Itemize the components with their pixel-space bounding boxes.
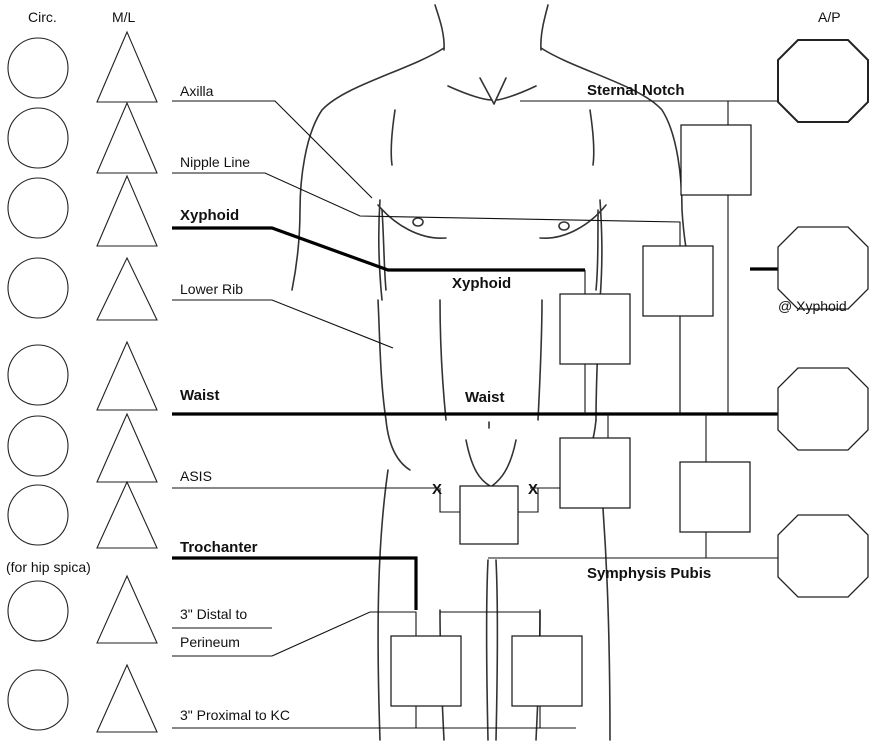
ml-triangle-proximal-kc[interactable] — [96, 663, 158, 733]
ap-column — [777, 39, 869, 598]
distal-perineum-label-line2: Perineum — [180, 634, 240, 650]
ml-triangle-distal-perineum[interactable] — [96, 574, 158, 644]
asis-mark-right: X — [528, 481, 538, 498]
at-xyphoid-label: @ Xyphoid — [778, 298, 847, 314]
hip-spica-label: (for hip spica) — [6, 559, 91, 575]
circ-circle-xyphoid[interactable] — [7, 177, 69, 239]
ml-triangle-axilla[interactable] — [96, 30, 158, 103]
circ-circle-nipple-line[interactable] — [7, 107, 69, 169]
ap-octagon-sternal-notch[interactable] — [777, 39, 869, 123]
ap-header: A/P — [818, 9, 841, 25]
ml-column — [96, 30, 158, 733]
ml-triangle-nipple-line[interactable] — [96, 101, 158, 174]
ml-header: M/L — [112, 9, 136, 25]
circ-header: Circ. — [28, 9, 57, 25]
box-xyphoid[interactable] — [559, 293, 631, 365]
ap-octagon-waist[interactable] — [777, 367, 869, 451]
proximal-kc-label: 3" Proximal to KC — [180, 707, 290, 723]
ml-triangle-trochanter[interactable] — [96, 480, 158, 549]
waist-left-label: Waist — [180, 387, 219, 404]
box-right-thigh[interactable] — [511, 635, 583, 707]
box-upper-chest[interactable] — [680, 124, 752, 196]
box-pubis[interactable] — [459, 485, 519, 545]
circ-circle-proximal-kc[interactable] — [7, 669, 69, 731]
box-left-thigh[interactable] — [390, 635, 462, 707]
box-pelvis[interactable] — [679, 461, 751, 533]
asis-mark-left: X — [432, 481, 442, 498]
sternal-notch-label: Sternal Notch — [587, 82, 685, 99]
level-lines — [172, 226, 780, 610]
asis-label: ASIS — [180, 468, 212, 484]
circ-circle-trochanter[interactable] — [7, 484, 69, 546]
circ-circle-axilla[interactable] — [7, 37, 69, 99]
circ-circle-lower-rib[interactable] — [7, 257, 69, 319]
ap-octagon-xyphoid[interactable] — [777, 226, 869, 310]
ap-octagon-symphysis-pubis[interactable] — [777, 514, 869, 598]
ml-triangle-xyphoid[interactable] — [96, 174, 158, 247]
xyphoid-left-label: Xyphoid — [180, 207, 239, 224]
body-outline — [291, 4, 695, 741]
trochanter-label: Trochanter — [180, 539, 258, 556]
circ-circle-asis[interactable] — [7, 415, 69, 477]
measurement-boxes — [390, 124, 752, 707]
ml-triangle-lower-rib[interactable] — [96, 256, 158, 321]
axilla-label: Axilla — [180, 83, 214, 99]
circ-column — [7, 37, 69, 731]
symphysis-pubis-label: Symphysis Pubis — [587, 565, 711, 582]
box-mid-chest[interactable] — [642, 245, 714, 317]
ml-triangle-asis[interactable] — [96, 412, 158, 483]
circ-circle-waist[interactable] — [7, 344, 69, 406]
distal-perineum-label-line1: 3" Distal to — [180, 606, 247, 622]
circ-circle-distal-perineum[interactable] — [7, 580, 69, 642]
nipple-line-label: Nipple Line — [180, 154, 250, 170]
box-asis[interactable] — [559, 437, 631, 509]
waist-center-label: Waist — [465, 389, 504, 406]
xyphoid-center-label: Xyphoid — [452, 275, 511, 292]
ml-triangle-waist[interactable] — [96, 340, 158, 411]
lower-rib-label: Lower Rib — [180, 281, 243, 297]
